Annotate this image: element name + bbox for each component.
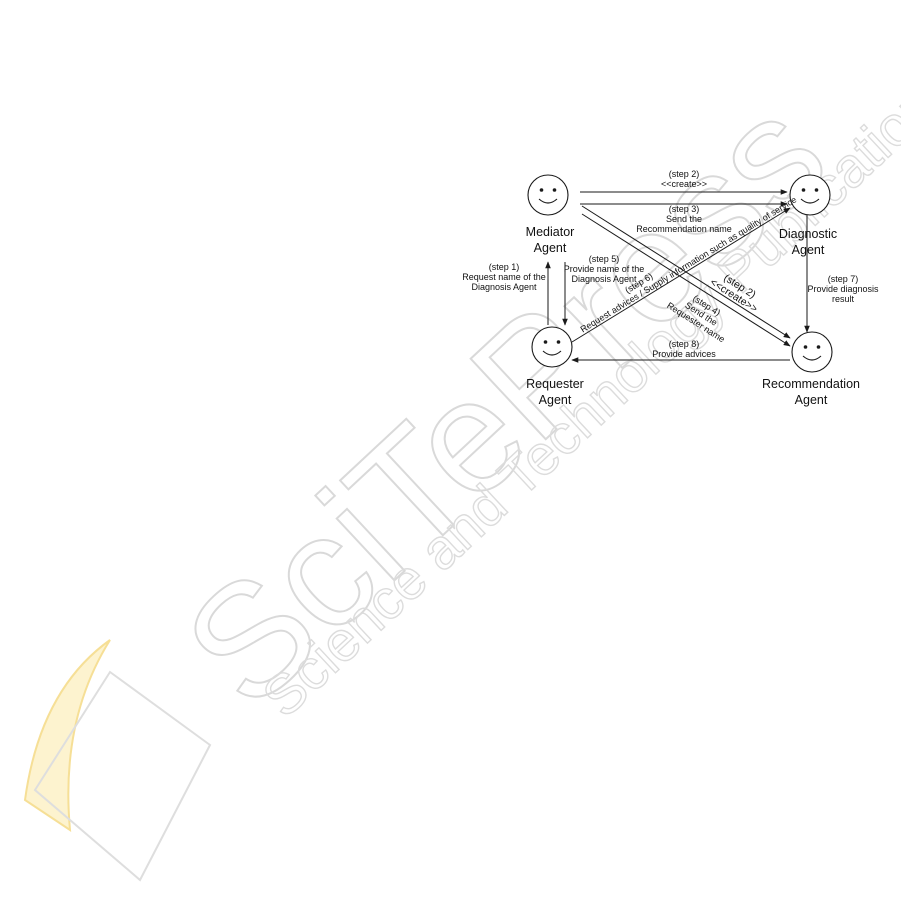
agent-diagnostic: Diagnostic Agent xyxy=(779,174,837,257)
step-number: (step 2) xyxy=(669,169,700,179)
agent-name-line2: Agent xyxy=(795,393,828,407)
label-step5: (step 5) Provide name of the Diagnosis A… xyxy=(564,254,645,284)
watermark-logo-square xyxy=(33,670,212,882)
watermark: SciTePress Science and Technology Public… xyxy=(23,52,901,882)
step-number: (step 7) xyxy=(828,274,859,284)
step-text: Recommendation name xyxy=(636,224,732,234)
agent-name-line2: Agent xyxy=(539,393,572,407)
label-step7: (step 7) Provide diagnosis result xyxy=(807,274,879,304)
smiley-face-icon xyxy=(527,174,569,216)
step-text: Provide diagnosis xyxy=(807,284,879,294)
step-text: Provide name of the xyxy=(564,264,645,274)
message-arrows xyxy=(545,189,810,363)
agent-name-line1: Diagnostic xyxy=(779,227,837,241)
step-text: Request name of the xyxy=(462,272,546,282)
step-number: (step 8) xyxy=(669,339,700,349)
step-text: Send the xyxy=(666,214,702,224)
arrow-step4-mediator-to-recommendation xyxy=(581,213,791,347)
step-text: Provide advices xyxy=(652,349,716,359)
agent-recommendation: Recommendation Agent xyxy=(762,331,860,407)
label-step2-top: (step 2) <<create>> xyxy=(661,169,707,189)
agent-name-line1: Requester xyxy=(526,377,584,391)
step-text: Diagnosis Agent xyxy=(571,274,637,284)
watermark-title: SciTePress xyxy=(151,63,858,740)
smiley-face-icon xyxy=(531,326,573,368)
agent-requester: Requester Agent xyxy=(526,326,584,407)
agent-name-line2: Agent xyxy=(534,241,567,255)
agent-name-line1: Recommendation xyxy=(762,377,860,391)
label-step3: (step 3) Send the Recommendation name xyxy=(636,204,732,234)
step-text: result xyxy=(832,294,855,304)
step-text: <<create>> xyxy=(661,179,707,189)
step-number: (step 3) xyxy=(669,204,700,214)
smiley-face-icon xyxy=(791,331,833,373)
step-number: (step 1) xyxy=(489,262,520,272)
agent-name-line2: Agent xyxy=(792,243,825,257)
label-step1: (step 1) Request name of the Diagnosis A… xyxy=(462,262,546,292)
agent-name-line1: Mediator xyxy=(526,225,575,239)
arrow-step6-requester-to-diagnostic xyxy=(571,207,791,343)
label-step8: (step 8) Provide advices xyxy=(652,339,716,359)
watermark-logo-swoosh xyxy=(23,639,111,832)
step-number: (step 5) xyxy=(589,254,620,264)
step-text: Diagnosis Agent xyxy=(471,282,537,292)
smiley-face-icon xyxy=(789,174,831,216)
agent-mediator: Mediator Agent xyxy=(526,174,575,255)
